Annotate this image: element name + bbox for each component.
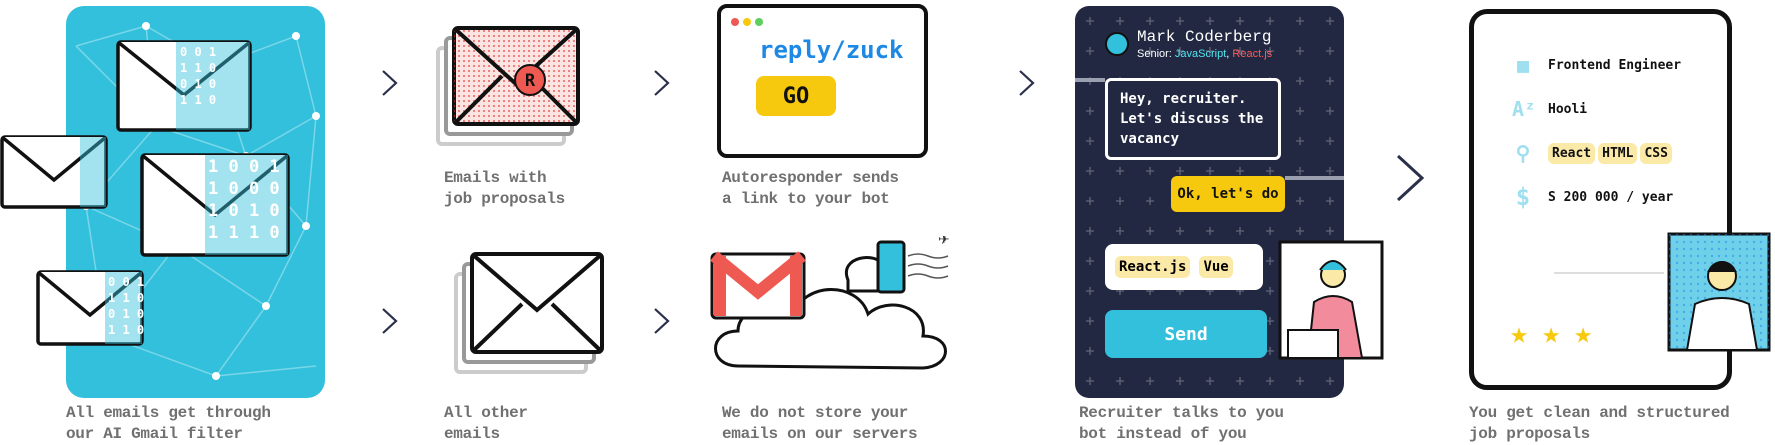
bot-message: Hey, recruiter. Let's discuss the vacanc… <box>1105 78 1281 160</box>
avatar <box>1105 32 1129 56</box>
svg-text:1 0 1 0: 1 0 1 0 <box>208 201 280 221</box>
caption-line: a link to your bot <box>722 190 890 208</box>
window-maximize-dot <box>755 18 763 26</box>
divider <box>1554 272 1664 274</box>
caption-line: We do not store your <box>722 404 909 422</box>
caption-line: You get clean and structured <box>1469 404 1730 422</box>
recruiter-message: Ok, let's do <box>1171 176 1285 212</box>
caption-structured-proposals: You get clean and structured job proposal… <box>1469 403 1730 445</box>
option-vue[interactable]: Vue <box>1199 256 1233 278</box>
r-badge: R <box>525 71 536 91</box>
caption-other-emails: All other emails <box>444 403 528 445</box>
salary-row: $ S 200 000 / year <box>1512 183 1674 211</box>
svg-text:1 1 0: 1 1 0 <box>108 323 144 337</box>
arrow-right-icon <box>1019 70 1035 96</box>
caption-no-storage: We do not store your emails on our server… <box>722 403 918 445</box>
compass-icon: ⚲ <box>1515 141 1531 165</box>
caption-line: All other <box>444 404 528 422</box>
caption-line: bot instead of you <box>1079 425 1247 443</box>
window-close-dot <box>731 18 739 26</box>
candidate-illustration <box>1667 232 1771 352</box>
bot-link[interactable]: reply/zuck <box>759 36 904 64</box>
caption-autoresponder: Autoresponder sends a link to your bot <box>722 168 899 210</box>
stack-tag: React <box>1548 142 1596 164</box>
star-icon: ★ <box>1542 316 1575 351</box>
svg-text:✈: ✈ <box>938 236 950 248</box>
arrow-right-icon <box>654 308 670 334</box>
position-row: ■ Frontend Engineer <box>1512 54 1681 76</box>
caption-line: Emails with <box>444 169 547 187</box>
salary-value: S 200 000 / year <box>1548 189 1674 205</box>
caption-line: job proposals <box>1469 425 1590 443</box>
stack-tag: HTML <box>1598 142 1638 164</box>
company-icon: Aᶻ <box>1512 97 1537 121</box>
arrow-right-icon <box>382 308 398 334</box>
send-button[interactable]: Send <box>1105 310 1267 358</box>
svg-text:0 0 1: 0 0 1 <box>108 275 144 289</box>
arrow-right-icon <box>382 70 398 96</box>
autoresponder-window: reply/zuck GO <box>717 4 928 158</box>
envelopes-illustration: 0 0 1 1 1 0 0 1 0 1 1 0 1 0 0 11 0 0 01 0 1… <box>0 40 290 346</box>
caption-line: job proposals <box>444 190 565 208</box>
star-icon: ★ <box>1510 316 1543 351</box>
arrow-right-icon <box>1396 154 1425 202</box>
bot-owner-subtitle: Senior: JavaScript, React.js <box>1137 48 1272 60</box>
gmail-cloud-illustration: ✈ <box>710 236 950 370</box>
caption-recruiter-talks: Recruiter talks to you bot instead of you <box>1079 403 1284 445</box>
caption-line: emails <box>444 425 500 443</box>
caption-line: emails on our servers <box>722 425 918 443</box>
job-proposal-envelopes: R <box>436 26 580 146</box>
svg-text:1 0 0 0: 1 0 0 0 <box>208 179 280 199</box>
other-emails-envelopes <box>454 252 604 374</box>
go-button[interactable]: GO <box>756 76 836 116</box>
stack-tag: CSS <box>1640 142 1672 164</box>
caption-ai-filter: All emails get through our AI Gmail filte… <box>66 403 271 445</box>
skill-react: React.js <box>1232 48 1273 60</box>
separator: , <box>1226 48 1233 60</box>
caption-line: Autoresponder sends <box>722 169 899 187</box>
dollar-icon: $ <box>1515 183 1531 211</box>
skill-javascript: JavaScript <box>1174 48 1227 60</box>
svg-text:1 1 1 0: 1 1 1 0 <box>208 223 280 243</box>
star-icon: ★ <box>1574 316 1607 351</box>
svg-text:1 1 0: 1 1 0 <box>108 291 144 305</box>
briefcase-icon: ■ <box>1516 53 1530 77</box>
caption-line: our AI Gmail filter <box>66 425 243 443</box>
svg-text:0 1 0: 0 1 0 <box>108 307 144 321</box>
svg-text:1 0 0 1: 1 0 0 1 <box>208 157 280 177</box>
window-minimize-dot <box>743 18 751 26</box>
recruiter-illustration <box>1278 240 1384 360</box>
caption-job-proposals: Emails with job proposals <box>444 168 565 210</box>
company-row: Aᶻ Hooli <box>1512 98 1587 120</box>
svg-text:1 1 0: 1 1 0 <box>180 93 216 107</box>
rating-stars: ★★★ <box>1510 316 1606 351</box>
caption-line: All emails get through <box>66 404 271 422</box>
level-label: Senior: <box>1137 48 1175 60</box>
caption-line: Recruiter talks to you <box>1079 404 1284 422</box>
svg-text:0 0 1: 0 0 1 <box>180 45 216 59</box>
arrow-right-icon <box>654 70 670 96</box>
position-value: Frontend Engineer <box>1548 57 1682 73</box>
option-react[interactable]: React.js <box>1115 256 1191 278</box>
company-value: Hooli <box>1548 101 1588 117</box>
svg-text:1 1 0: 1 1 0 <box>180 61 216 75</box>
bot-owner-name: Mark Coderberg <box>1137 28 1272 46</box>
options-panel: React.js Vue <box>1105 244 1263 290</box>
svg-text:0 1 0: 0 1 0 <box>180 77 216 91</box>
